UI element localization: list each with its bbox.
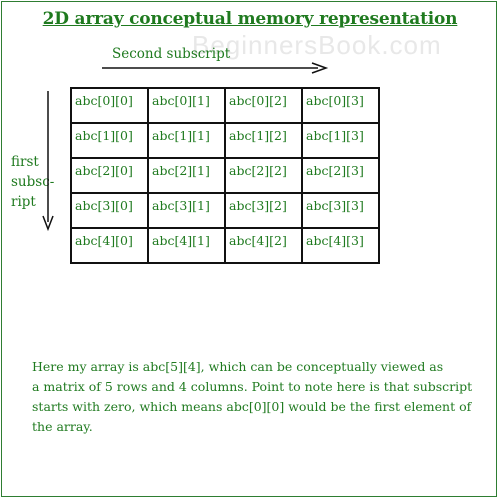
note-line: a matrix of 5 rows and 4 columns. Point …	[32, 379, 473, 394]
note-line: starts with zero, which means abc[0][0] …	[32, 399, 472, 414]
matrix-cell: abc[1][2]	[224, 122, 303, 159]
matrix-row: abc[4][0]abc[4][1]abc[4][2]abc[4][3]	[70, 227, 380, 264]
matrix-cell: abc[3][1]	[147, 192, 226, 229]
matrix-cell: abc[1][1]	[147, 122, 226, 159]
explanation-note: Here my array is abc[5][4], which can be…	[32, 357, 492, 437]
matrix-cell: abc[3][3]	[301, 192, 380, 229]
matrix-cell: abc[0][2]	[224, 87, 303, 124]
matrix-cell: abc[1][0]	[70, 122, 149, 159]
matrix-cell: abc[2][1]	[147, 157, 226, 194]
first-subscript-label-line: subsc-	[11, 174, 55, 190]
first-subscript-label: first subsc- ript	[11, 152, 61, 212]
matrix-cell: abc[4][0]	[70, 227, 149, 264]
first-subscript-label-line: first	[11, 154, 39, 170]
matrix-cell: abc[4][2]	[224, 227, 303, 264]
matrix-row: abc[1][0]abc[1][1]abc[1][2]abc[1][3]	[70, 122, 380, 159]
matrix-cell: abc[2][3]	[301, 157, 380, 194]
second-subscript-label: Second subscript	[112, 46, 231, 62]
matrix-cell: abc[0][0]	[70, 87, 149, 124]
note-line: Here my array is abc[5][4], which can be…	[32, 359, 444, 374]
matrix-cell: abc[3][2]	[224, 192, 303, 229]
matrix-row: abc[0][0]abc[0][1]abc[0][2]abc[0][3]	[70, 87, 380, 124]
matrix-row: abc[3][0]abc[3][1]abc[3][2]abc[3][3]	[70, 192, 380, 229]
matrix-row: abc[2][0]abc[2][1]abc[2][2]abc[2][3]	[70, 157, 380, 194]
note-line: the array.	[32, 419, 93, 434]
matrix-cell: abc[4][3]	[301, 227, 380, 264]
matrix-cell: abc[1][3]	[301, 122, 380, 159]
matrix-cell: abc[0][1]	[147, 87, 226, 124]
second-subscript-arrow-head	[311, 62, 329, 74]
matrix-cell: abc[2][2]	[224, 157, 303, 194]
matrix-cell: abc[4][1]	[147, 227, 226, 264]
array-matrix: abc[0][0]abc[0][1]abc[0][2]abc[0][3]abc[…	[70, 87, 380, 264]
first-subscript-label-line: ript	[11, 194, 36, 210]
matrix-cell: abc[2][0]	[70, 157, 149, 194]
matrix-cell: abc[3][0]	[70, 192, 149, 229]
first-subscript-arrow-head	[42, 215, 54, 232]
watermark: BeginnersBook.com	[192, 30, 442, 60]
matrix-cell: abc[0][3]	[301, 87, 380, 124]
diagram-title: 2D array conceptual memory representatio…	[42, 9, 458, 29]
